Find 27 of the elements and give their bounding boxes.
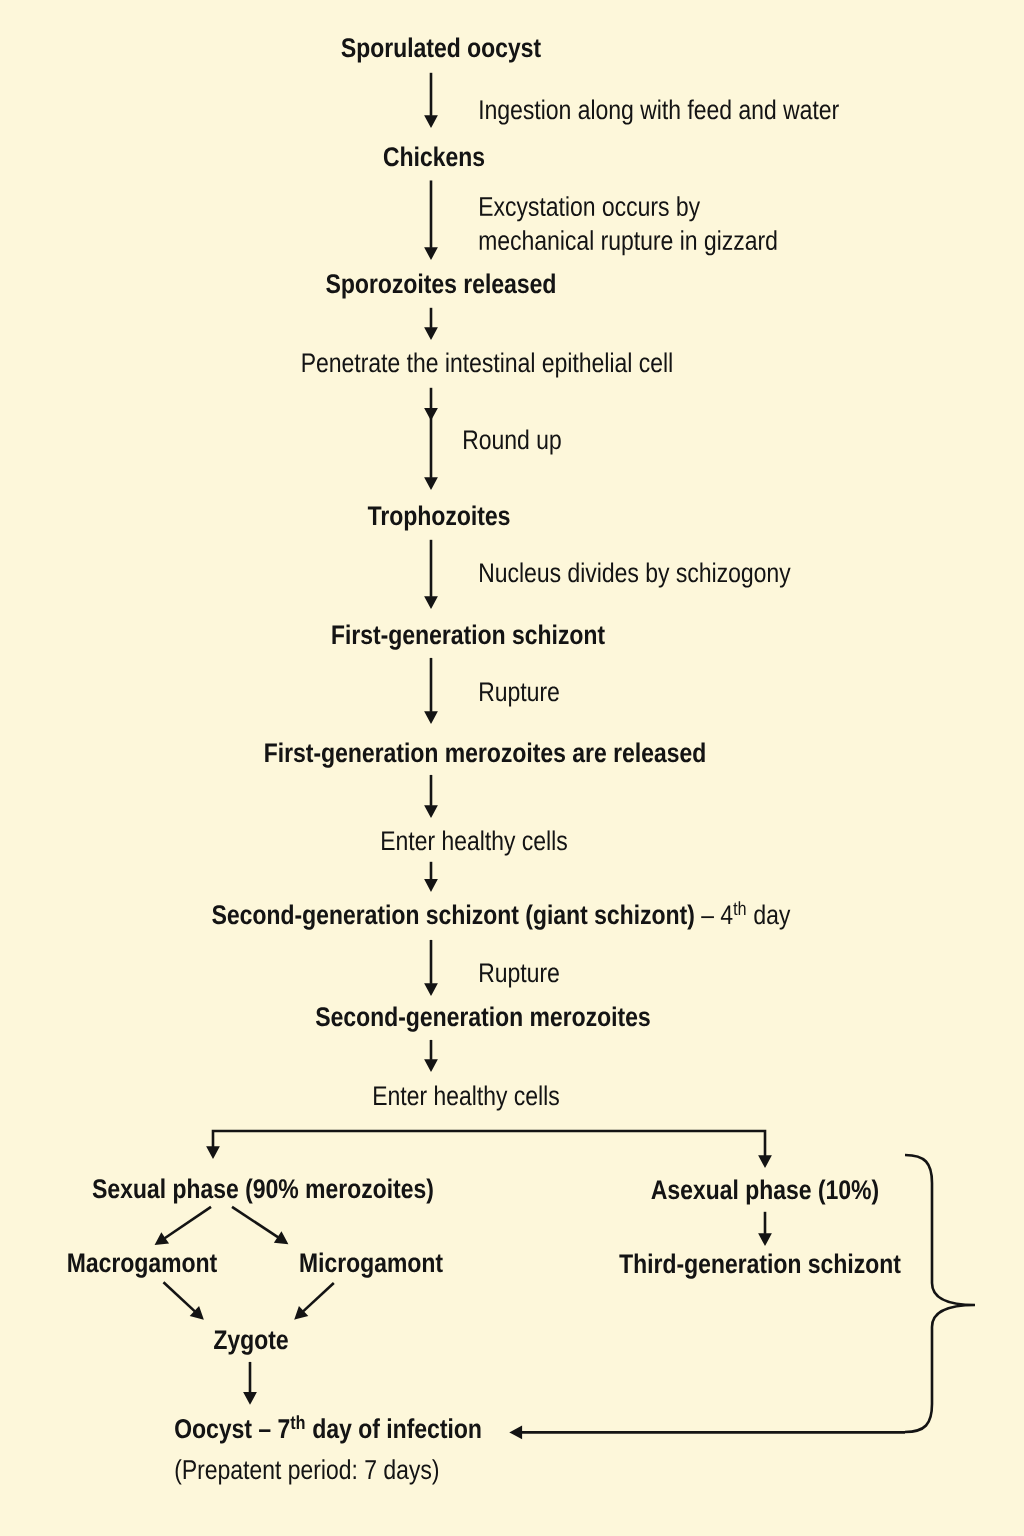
stage-label: First-generation schizont (332, 624, 605, 650)
stage-label: Third-generation schizont (619, 1253, 901, 1279)
edge-label: Round up (464, 429, 561, 455)
stage-label: Macrogamont (68, 1253, 217, 1278)
edge-label: Excystation occurs by mechanical rupture in gizzard (479, 196, 777, 256)
edge-label: Nucleus divides by schizogony (480, 562, 791, 588)
stage-label: Sporozoites released (326, 273, 555, 299)
edge-label: Rupture (480, 963, 559, 988)
arrow (294, 1282, 335, 1320)
stage-label: Microgamont (300, 1252, 443, 1278)
stage-label: Second-generation merozoites (315, 1006, 650, 1032)
stage-label: Penetrate the intestinal epithelial cell (302, 352, 672, 378)
stage-label: Enter healthy cells (374, 1085, 559, 1111)
stage-label: Enter healthy cells (382, 830, 567, 856)
stage-label: Oocyst – 7$^{th}$ day of infection (Prepatent period: 7 days) (175, 1415, 481, 1485)
stage-label: Sexual phase (90% merozoites) (92, 1178, 433, 1204)
stage-label: Asexual phase (10%) (651, 1179, 878, 1205)
curly-brace (904, 1153, 977, 1434)
stage-label: Chickens (383, 146, 485, 167)
stage-label: Sporulated oocyst (341, 37, 541, 63)
edge-label: Rupture (480, 682, 559, 707)
stage-label: Second-generation schizont (giant schizont) – 4$^{th}$ day (212, 901, 791, 930)
stage-label: Zygote (214, 1330, 288, 1355)
arrow (162, 1281, 204, 1320)
edge-label: Ingestion along with feed and water (480, 99, 839, 125)
stage-label: First-generation merozoites are released (265, 742, 705, 768)
stage-label: Trophozoites (367, 505, 510, 531)
